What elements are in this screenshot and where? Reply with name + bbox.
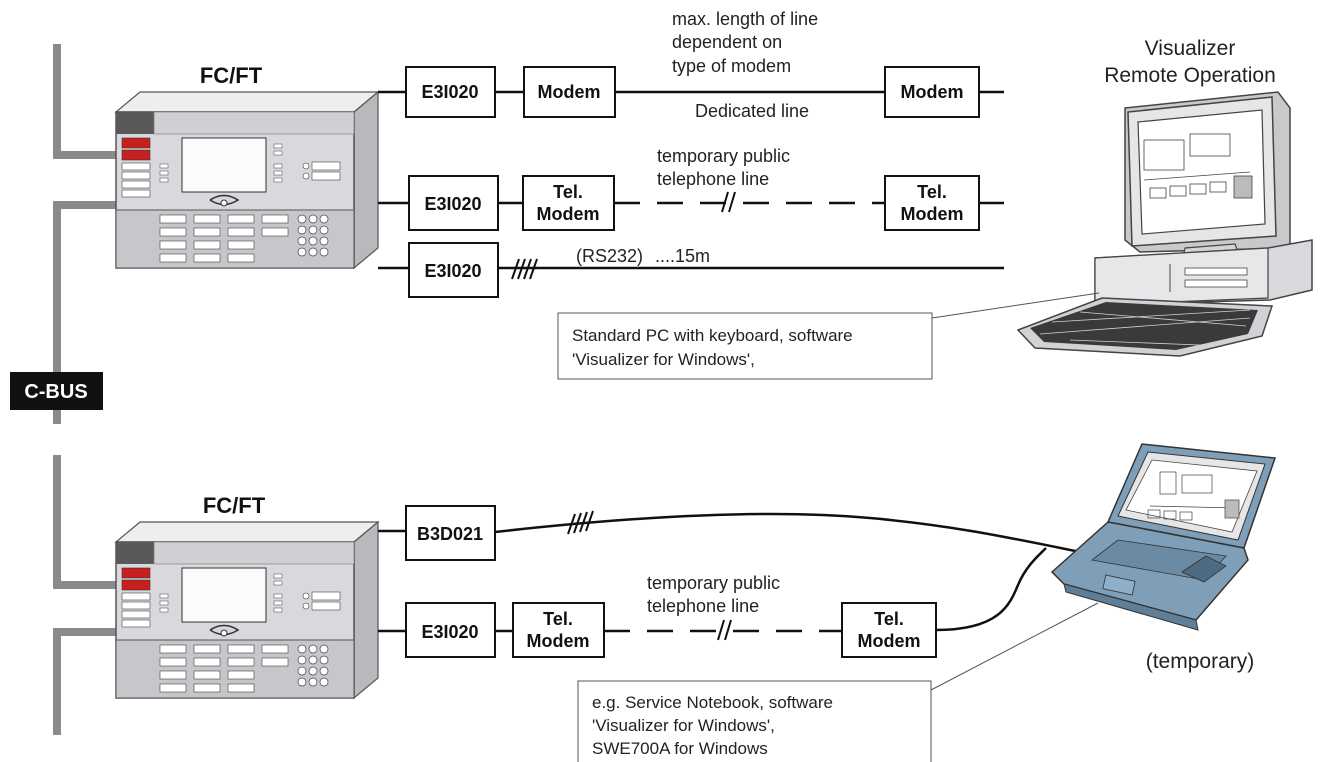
pc-note-l2: 'Visualizer for Windows', [572,350,755,369]
pc-title-l2: Remote Operation [1104,64,1276,87]
panel-title-bottom: FC/FT [203,493,266,518]
tel-modem-box-4-l2: Modem [858,631,921,651]
dedicated-line-label: Dedicated line [695,101,809,121]
tel-modem-box-2-l1: Tel. [917,182,947,202]
tel-modem-box-3-l1: Tel. [543,609,573,629]
b3d021-box: B3D021 [417,524,483,544]
max-length-line-1: max. length of line [672,9,818,29]
temp-public-bottom-l2: telephone line [647,596,759,616]
row-rs232: E3I020 (RS232) ....15m [378,242,1004,298]
fc-panel-top [115,91,379,269]
e3i020-box-2: E3I020 [424,194,481,214]
distance-label: ....15m [655,246,710,266]
bus-lines-top [53,44,118,424]
row-b3d021: B3D021 [378,505,1101,561]
temp-public-top-l1: temporary public [657,146,790,166]
notebook-note-l1: e.g. Service Notebook, software [592,693,833,712]
row-telephone-line-bottom: E3I020 Tel. Modem Tel. Modem temporary p… [378,547,1047,658]
tel-modem-box-3-l2: Modem [527,631,590,651]
e3i020-box-3: E3I020 [424,261,481,281]
e3i020-box-4: E3I020 [421,622,478,642]
temp-public-bottom-l1: temporary public [647,573,780,593]
bus-lines-bottom [53,455,118,735]
desktop-pc-icon [1016,91,1313,357]
pc-note-l1: Standard PC with keyboard, software [572,326,853,345]
pc-note-box: Standard PC with keyboard, software 'Vis… [557,312,933,380]
max-length-line-2: dependent on [672,32,782,52]
notebook-note-l2: 'Visualizer for Windows', [592,716,775,735]
temp-public-top-l2: telephone line [657,169,769,189]
max-length-line-3: type of modem [672,56,791,76]
row-telephone-line-top: E3I020 Tel. Modem Tel. Modem temporary p… [378,146,1004,231]
pc-title-l1: Visualizer [1145,37,1236,60]
notebook-note-l3: SWE700A for Windows [592,739,768,758]
e3i020-box-1: E3I020 [421,82,478,102]
rs232-label: (RS232) [576,246,643,266]
tel-modem-box-1-l1: Tel. [553,182,583,202]
c-bus-label: C-BUS [10,372,103,410]
pc-callout-line [931,292,1100,319]
modem-box-2: Modem [901,82,964,102]
notebook-callout-line [930,602,1099,691]
tel-modem-box-1-l2: Modem [537,204,600,224]
row-dedicated-line: E3I020 Modem Modem max. length of line d… [378,9,1004,121]
notebook-label: (temporary) [1146,650,1255,673]
c-bus-text: C-BUS [24,381,87,403]
fc-panel-bottom [115,521,379,699]
pc-title: Visualizer Remote Operation [1104,37,1276,87]
notebook-note-box: e.g. Service Notebook, software 'Visuali… [577,680,932,762]
modem-box-1: Modem [538,82,601,102]
tel-modem-box-2-l2: Modem [901,204,964,224]
notebook-icon [1050,443,1277,631]
panel-title-top: FC/FT [200,63,263,88]
tel-modem-box-4-l1: Tel. [874,609,904,629]
